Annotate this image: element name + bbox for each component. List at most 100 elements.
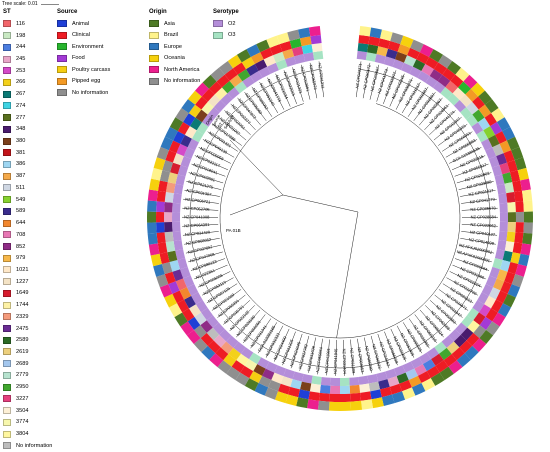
- internal-arc: [220, 104, 460, 338]
- origin-ring-segment: [309, 26, 321, 36]
- serotype-ring-segment: [311, 376, 321, 385]
- source-ring-segment: [350, 393, 361, 402]
- serotype-ring-segment: [358, 376, 368, 385]
- internal-branch: [337, 212, 358, 338]
- serotype-ring-segment: [321, 377, 331, 386]
- source-ring-segment: [156, 212, 164, 223]
- source-ring-segment: [310, 35, 321, 44]
- leaf-label: NZ CP041981: [324, 347, 331, 373]
- serotype-ring-segment: [174, 184, 184, 195]
- source-ring-segment: [157, 191, 166, 202]
- source-ring-segment: [156, 222, 165, 233]
- origin-ring-segment: [523, 222, 533, 233]
- leaf-label: NZ CP031008: [349, 348, 356, 374]
- origin-ring-segment: [147, 212, 156, 223]
- source-ring-segment: [514, 232, 523, 243]
- st-ring-segment: [164, 222, 173, 232]
- serotype-ring-segment: [173, 231, 182, 241]
- leaf-label: NZ CP034429: [185, 229, 212, 237]
- source-ring-segment: [516, 212, 524, 223]
- source-ring-segment: [329, 394, 340, 402]
- origin-ring-segment: [520, 179, 531, 191]
- st-ring-segment: [312, 43, 323, 52]
- leaf-label: NZ CP031404: [342, 349, 348, 375]
- origin-ring-segment: [307, 399, 319, 409]
- leaf-label: NZ CP085678: [470, 205, 496, 212]
- leaf-label: NZ CP022062: [470, 222, 496, 228]
- leaf-label: NZ CP040127: [470, 229, 497, 237]
- st-ring-segment: [330, 386, 340, 394]
- origin-ring-segment: [147, 200, 157, 211]
- origin-ring-segment: [149, 179, 160, 191]
- serotype-ring-segment: [500, 212, 508, 222]
- leaf-label: NZ CP041773: [469, 196, 496, 204]
- origin-ring-segment: [524, 212, 533, 223]
- serotype-ring-segment: [330, 378, 340, 386]
- st-legend-label: No information: [16, 443, 52, 449]
- source-ring-segment: [360, 391, 371, 400]
- serotype-ring-segment: [498, 231, 507, 241]
- st-ring-segment: [505, 241, 515, 252]
- st-ring-segment: [358, 43, 369, 52]
- origin-ring-segment: [148, 190, 158, 202]
- st-ring-segment: [165, 192, 174, 203]
- origin-ring-segment: [149, 243, 160, 255]
- origin-ring-segment: [148, 233, 158, 245]
- origin-ring-segment: [522, 190, 532, 202]
- serotype-ring-segment: [313, 51, 323, 60]
- st-ring-segment: [340, 386, 350, 394]
- origin-ring-segment: [520, 243, 531, 255]
- serotype-ring-segment: [498, 193, 507, 203]
- leaf-label: NZ CP052705: [184, 205, 210, 212]
- leaf-label: NZ CP066053: [357, 347, 366, 374]
- source-ring-segment: [158, 242, 168, 253]
- serotype-ring-segment: [499, 203, 508, 213]
- source-ring-segment: [156, 201, 165, 212]
- st-ring-segment: [166, 182, 176, 193]
- st-ring-segment: [506, 232, 515, 243]
- reference-branch: [230, 195, 283, 215]
- st-ring-segment: [320, 385, 331, 394]
- leaf-label: NZ CP031312: [317, 63, 325, 90]
- origin-ring-segment: [522, 233, 532, 245]
- source-ring-segment: [340, 394, 351, 402]
- reference-node-label: PA 01B: [226, 228, 241, 233]
- source-ring-segment: [319, 393, 330, 402]
- serotype-ring-segment: [172, 212, 180, 222]
- leaf-label: NZ CP031307: [186, 188, 213, 198]
- source-ring-segment: [309, 391, 320, 400]
- origin-ring-segment: [329, 402, 340, 411]
- st-legend-swatch: [3, 442, 11, 449]
- st-ring-segment: [507, 202, 516, 212]
- origin-ring-segment: [361, 399, 373, 409]
- serotype-ring-segment: [357, 51, 367, 60]
- st-ring-segment: [165, 232, 174, 243]
- origin-ring-segment: [523, 200, 533, 211]
- leaf-label: NZ CP028584: [471, 214, 497, 219]
- origin-ring-segment: [351, 401, 363, 411]
- serotype-ring-segment: [174, 240, 183, 251]
- leaf-label: NZ CP041008: [184, 214, 210, 219]
- main-branch: [283, 195, 358, 212]
- leaf-label: NZ CP055084: [315, 346, 324, 373]
- st-ring-segment: [164, 202, 173, 212]
- serotype-ring-segment: [499, 222, 507, 232]
- origin-ring-segment: [359, 26, 371, 36]
- source-ring-segment: [358, 35, 369, 44]
- serotype-ring-segment: [349, 377, 359, 386]
- st-legend-item: No information: [0, 440, 44, 452]
- serotype-ring-segment: [340, 378, 350, 386]
- root-branch: [230, 140, 283, 195]
- st-ring-segment: [506, 192, 515, 203]
- leaf-label: NZ CP041945: [333, 348, 339, 374]
- serotype-ring-segment: [173, 193, 182, 203]
- st-ring-segment: [507, 222, 516, 232]
- leaf-label: NZ CP043371: [354, 62, 362, 89]
- source-ring-segment: [514, 191, 523, 202]
- st-ring-segment: [504, 182, 514, 193]
- origin-ring-segment: [147, 222, 157, 233]
- source-ring-segment: [513, 242, 523, 253]
- st-ring-segment: [164, 212, 172, 222]
